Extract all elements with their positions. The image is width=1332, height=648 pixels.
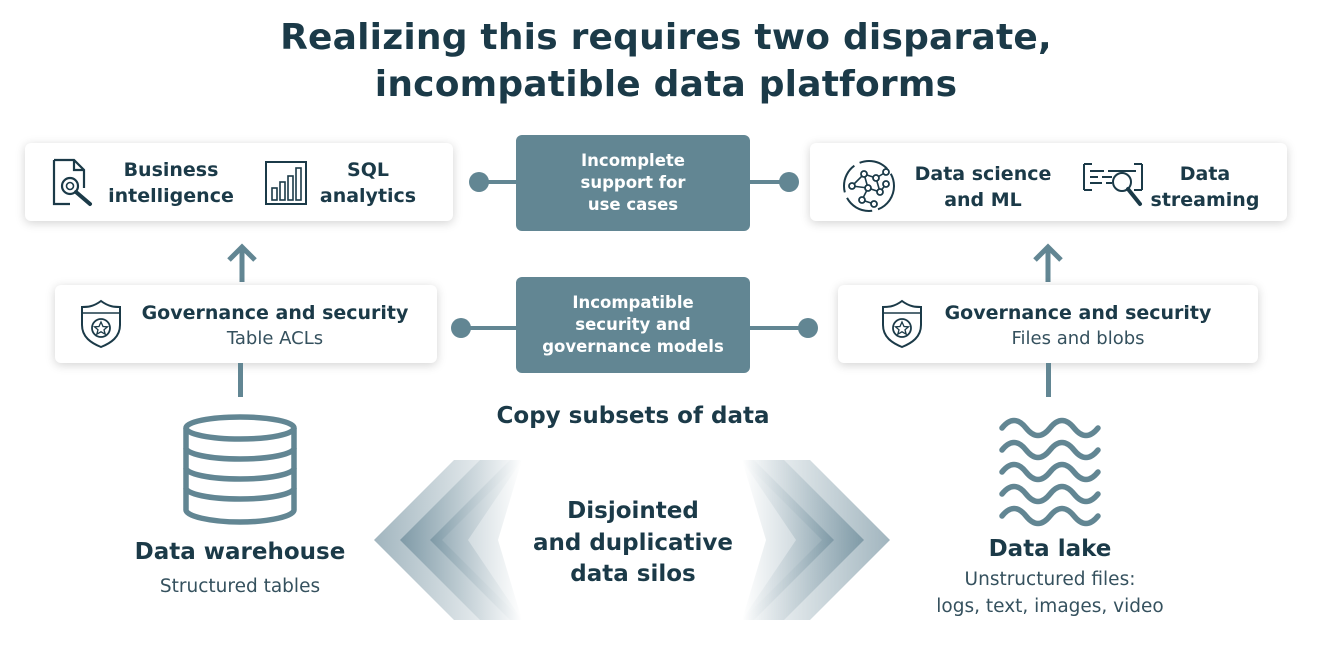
data-lake-subtitle-1: Unstructured files:: [964, 569, 1136, 590]
connector-vertical-left: [238, 363, 243, 397]
connector-dot-mid-right: [798, 318, 818, 338]
data-lake-subtitle-2: logs, text, images, video: [936, 596, 1164, 617]
governance-left-label: Governance and security Table ACLs: [141, 302, 409, 349]
connector-line-top-right: [745, 180, 787, 184]
chevrons-left-icon: [374, 460, 522, 620]
arrow-up-left-icon: [227, 243, 257, 282]
bar-chart-icon: [265, 161, 307, 205]
business-intelligence-label: Business intelligence: [108, 159, 234, 207]
connector-dot-top-left: [469, 172, 489, 192]
governance-right-card: [838, 285, 1258, 363]
copy-subsets-label: Copy subsets of data: [496, 403, 770, 429]
data-lake-title: Data lake: [988, 536, 1112, 562]
incompatible-security-box: Incompatible security and governance mod…: [516, 277, 750, 373]
page-title: Realizing this requires two disparate, i…: [0, 14, 1332, 108]
arrow-up-right-icon: [1033, 243, 1063, 282]
data-streaming-label: Data streaming: [1150, 163, 1260, 211]
governance-right-label: Governance and security Files and blobs: [944, 302, 1212, 349]
chevrons-right-icon: [742, 460, 890, 620]
connector-line-top-left: [480, 180, 520, 184]
database-icon: [183, 414, 297, 525]
magnifier-document-icon: [52, 158, 92, 206]
title-line-1: Realizing this requires two disparate,: [280, 17, 1052, 58]
connector-vertical-right: [1046, 363, 1051, 397]
data-silos-label: Disjointed and duplicative data silos: [532, 498, 734, 587]
connector-dot-mid-left: [451, 318, 471, 338]
connector-line-mid-left: [462, 326, 520, 330]
top-left-card: [25, 143, 453, 221]
waves-icon: [999, 417, 1101, 527]
connector-line-mid-right: [745, 326, 807, 330]
data-science-ml-label: Data science and ML: [914, 163, 1052, 211]
title-line-2: incompatible data platforms: [374, 64, 958, 105]
shield-badge-icon: [882, 299, 922, 349]
governance-left-card: [55, 285, 437, 363]
network-globe-icon: [843, 160, 895, 212]
connector-dot-top-right: [779, 172, 799, 192]
incomplete-support-box: Incomplete support for use cases: [516, 135, 750, 231]
streaming-icon: [1083, 163, 1143, 206]
top-right-card: [810, 143, 1287, 221]
data-warehouse-subtitle: Structured tables: [159, 576, 321, 597]
sql-analytics-label: SQL analytics: [319, 159, 417, 207]
data-warehouse-title: Data warehouse: [134, 539, 346, 565]
shield-badge-icon: [81, 299, 121, 349]
